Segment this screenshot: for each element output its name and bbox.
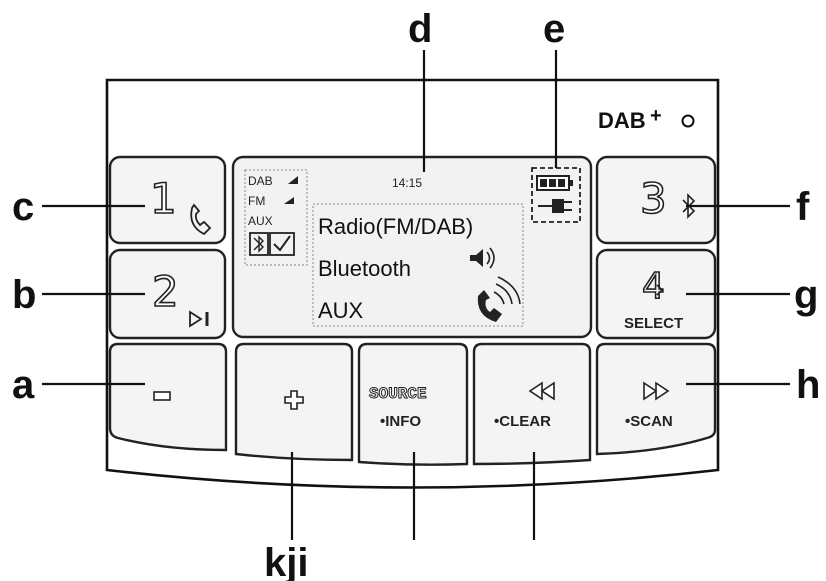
battery-icon	[536, 175, 573, 191]
svg-text:SOURCE: SOURCE	[369, 385, 427, 403]
rewind-icon	[528, 381, 555, 401]
band-aux-label: AUX	[248, 214, 273, 228]
source-info-button[interactable]: SOURCE •INFO	[357, 342, 469, 466]
svg-text:•CLEAR: •CLEAR	[494, 413, 551, 430]
svg-text:4: 4	[642, 266, 665, 307]
band-dab-label: DAB	[248, 174, 273, 188]
callout-d: d	[408, 7, 432, 51]
callout-a: a	[12, 363, 35, 407]
plus-icon	[284, 390, 304, 410]
fast-forward-scan-button[interactable]: •SCAN	[595, 342, 717, 456]
svg-text:2: 2	[152, 267, 179, 316]
minus-icon	[153, 391, 171, 401]
play-pause-icon	[189, 310, 209, 328]
callout-b: b	[12, 273, 36, 317]
callout-g: g	[794, 273, 818, 317]
mode-bluetooth-label: Bluetooth	[318, 256, 411, 281]
dab-logo: DAB +	[598, 105, 695, 133]
preset-3-button[interactable]: 3	[595, 155, 717, 245]
callout-lines	[42, 50, 790, 540]
call-icon	[477, 276, 521, 322]
callout-kji: kji	[264, 541, 308, 581]
callout-f: f	[796, 185, 810, 229]
svg-text:+: +	[650, 105, 662, 127]
mode-radio-label: Radio(FM/DAB)	[318, 214, 473, 239]
preset-4-select-button[interactable]: 4 SELECT	[595, 248, 717, 340]
bluetooth-check-icon	[249, 232, 295, 256]
svg-text:3: 3	[640, 174, 667, 223]
plug-icon	[538, 199, 572, 213]
rewind-clear-button[interactable]: •CLEAR	[472, 342, 592, 466]
device-outline	[105, 78, 720, 489]
speaker-icon	[470, 247, 495, 269]
svg-text:SELECT: SELECT	[624, 315, 683, 332]
band-fm-label: FM	[248, 194, 265, 208]
signal-strength-icon	[284, 197, 294, 204]
svg-text:•SCAN: •SCAN	[625, 413, 673, 430]
clock-time: 14:15	[392, 176, 422, 190]
lcd-display: DAB FM AUX 14:15	[231, 155, 593, 339]
preset-1-button[interactable]: 1	[108, 155, 227, 245]
svg-text:1: 1	[150, 174, 177, 223]
band-indicator-panel: DAB FM AUX	[244, 169, 308, 266]
tuning-knob-icon	[656, 284, 664, 296]
svg-text:DAB: DAB	[598, 108, 646, 133]
preset-2-button[interactable]: 2	[108, 248, 227, 340]
callout-c: c	[12, 185, 34, 229]
signal-strength-icon	[288, 176, 298, 184]
mode-aux-label: AUX	[318, 298, 364, 323]
fast-forward-icon	[643, 381, 670, 401]
phone-icon	[190, 203, 212, 236]
callout-h: h	[796, 363, 820, 407]
volume-up-button[interactable]	[234, 342, 354, 462]
callout-e: e	[543, 7, 565, 51]
mode-panel	[312, 203, 524, 327]
volume-down-button[interactable]	[108, 342, 228, 452]
power-status-indicator	[531, 167, 581, 223]
logo-circle-icon	[681, 114, 695, 128]
svg-text:•INFO: •INFO	[380, 413, 421, 430]
